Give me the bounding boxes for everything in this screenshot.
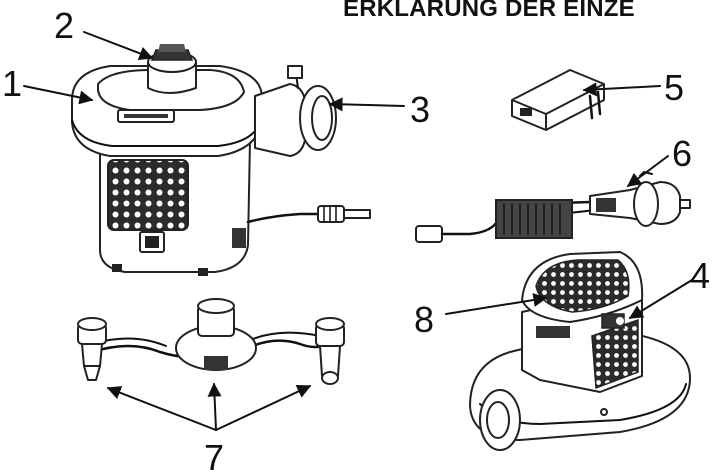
- pump-rear-view: [470, 252, 690, 450]
- leader-2: [84, 32, 152, 58]
- callout-7: 7: [204, 437, 224, 476]
- leader-7a: [108, 388, 216, 430]
- leader-7b: [214, 384, 216, 430]
- electric-pump: [72, 44, 370, 276]
- callout-4: 4: [690, 255, 710, 296]
- callout-1: 1: [2, 63, 22, 104]
- callout-3: 3: [410, 89, 430, 130]
- callout-2: 2: [54, 5, 74, 46]
- callout-5: 5: [664, 67, 684, 108]
- leader-3: [330, 104, 404, 106]
- callout-8: 8: [414, 299, 434, 340]
- car-adapter-cable: [416, 172, 690, 242]
- callout-6: 6: [672, 133, 692, 174]
- leader-7c: [216, 386, 310, 430]
- valve-adapters: [78, 299, 344, 384]
- ac-adapter: [512, 70, 604, 130]
